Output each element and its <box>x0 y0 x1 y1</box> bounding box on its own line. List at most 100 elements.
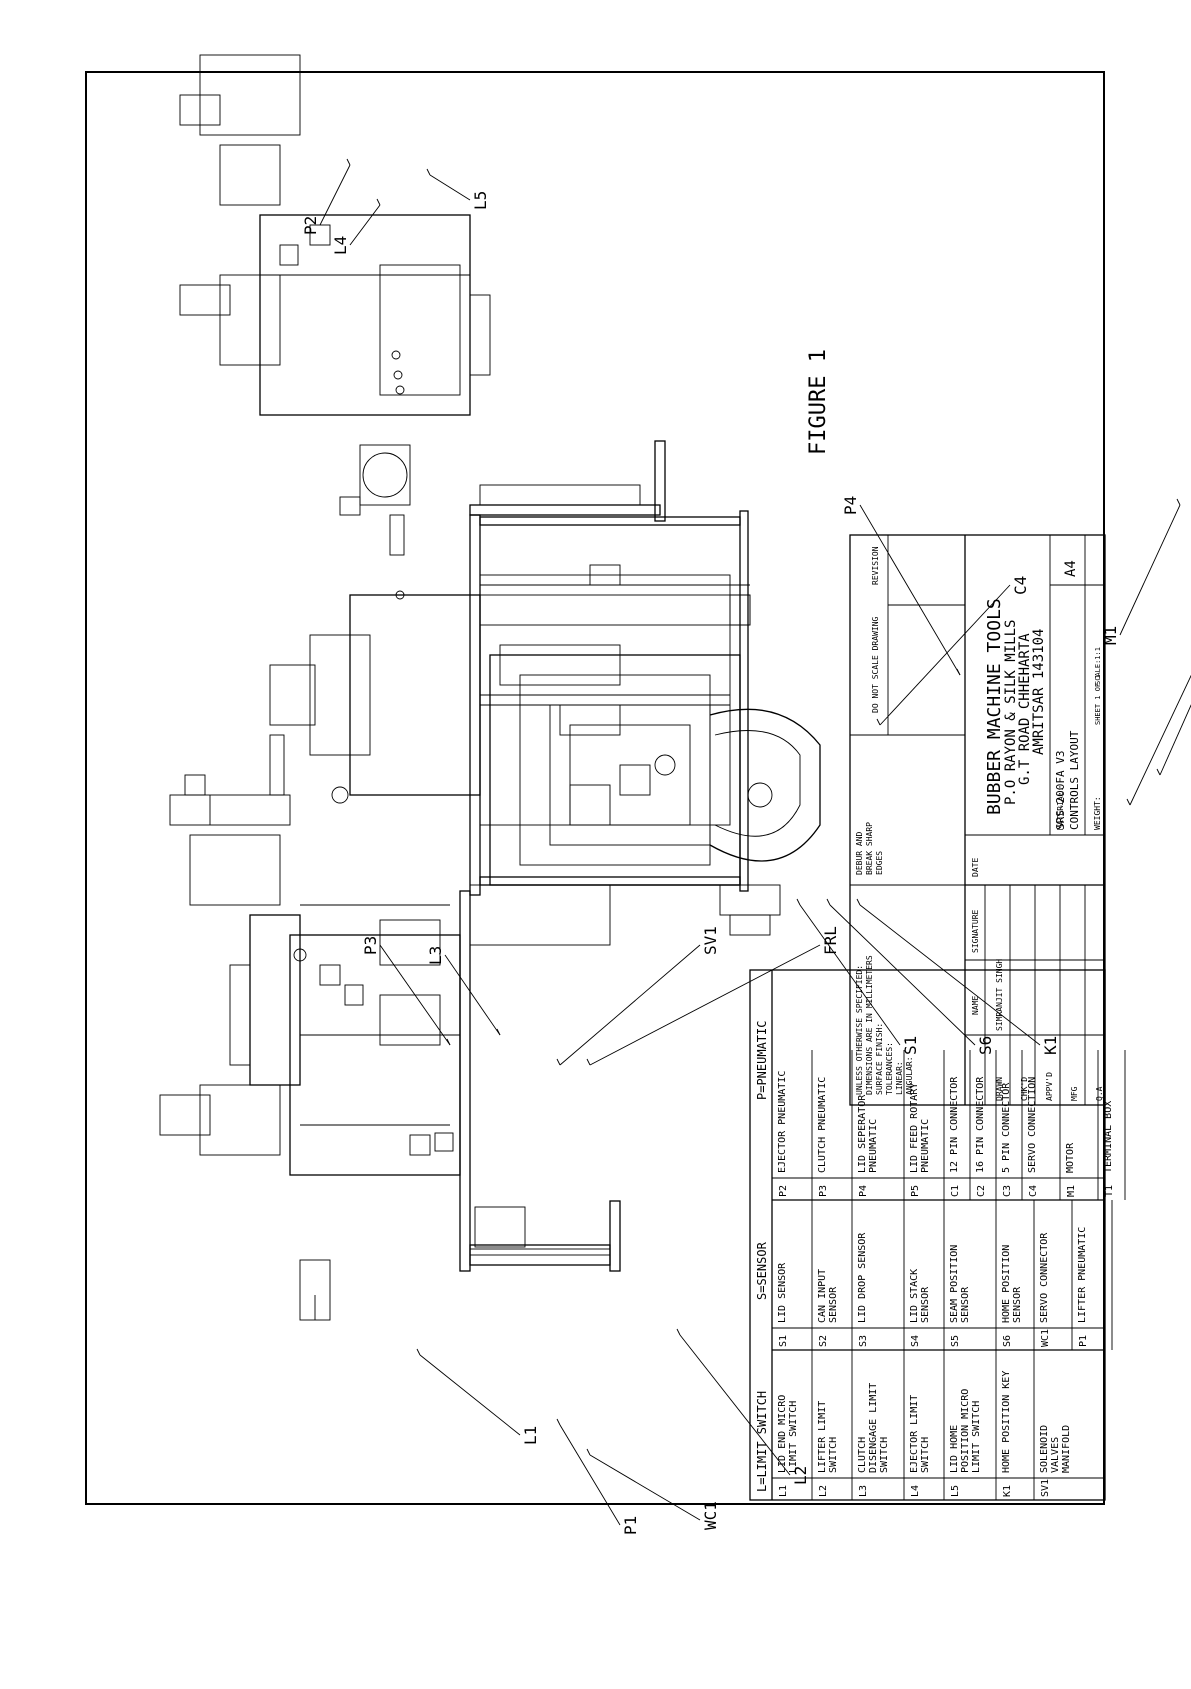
legend-desc: 12 PIN CONNECTOR <box>949 1076 960 1173</box>
callout-sv1: SV1 <box>556 926 720 1066</box>
legend-desc: LID STACK <box>909 1269 920 1323</box>
drawn-name: SIMRANJIT SINGH <box>995 959 1004 1031</box>
callout-label: L1 <box>521 1426 540 1445</box>
col-name-label: NAME <box>971 996 980 1015</box>
callout-label: SV1 <box>701 926 720 955</box>
approval-row-label: DRAWN <box>995 1077 1004 1101</box>
side-view-left <box>159 734 621 1321</box>
legend-row-p1: P1 LIFTER PNEUMATIC <box>1077 1200 1113 1350</box>
callout-label: M1 <box>1101 626 1120 645</box>
callout-label: P2 <box>301 216 320 235</box>
drawing-title-1: SRS-200FA V3 <box>1054 751 1067 830</box>
legend-code: S5 <box>950 1335 961 1347</box>
material-label: MATERIAL: <box>1056 787 1065 830</box>
legend-desc: LIFTER PNEUMATIC <box>1077 1227 1088 1323</box>
callout-p3: P3 <box>361 936 451 1046</box>
approval-row-label: MFG <box>1070 1086 1079 1101</box>
legend-desc: PNEUMATIC <box>920 1119 931 1173</box>
legend-desc: POSITION MICRO <box>960 1389 971 1473</box>
legend-row-p3: P3 CLUTCH PNEUMATIC <box>817 1050 853 1200</box>
callout-p4: P4 <box>841 496 961 676</box>
legend-code: L5 <box>950 1485 961 1497</box>
drawing-title-2: CONTROLS LAYOUT <box>1068 730 1081 830</box>
legend-row-m1: M1 MOTOR <box>1065 1050 1099 1200</box>
legend-desc: EJECTOR PNEUMATIC <box>777 1071 788 1173</box>
legend-desc: SEAM POSITION <box>949 1245 960 1323</box>
legend-desc: LID END MICRO <box>777 1395 788 1473</box>
legend-desc: LIFTER LIMIT <box>817 1401 828 1473</box>
approval-row-label: Q.A <box>1095 1086 1104 1101</box>
company-address-3: AMRITSAR 143104 <box>1031 629 1047 755</box>
col-signature-label: SIGNATURE <box>971 909 980 953</box>
legend-desc: LID DROP SENSOR <box>857 1232 868 1323</box>
company-address-1: P.O RAYON & SILK MILLS <box>1003 620 1019 805</box>
callout-m1: M1 <box>1101 498 1181 645</box>
plan-view <box>479 584 821 936</box>
legend-desc: SENSOR <box>828 1286 839 1323</box>
legend-desc: LID SENSOR <box>777 1262 788 1323</box>
legend-desc: HOME POSITION KEY <box>1001 1371 1012 1473</box>
legend-desc: MOTOR <box>1065 1142 1076 1173</box>
legend-code: P5 <box>910 1185 921 1197</box>
callout-label: P3 <box>361 936 380 955</box>
legend-desc: LIMIT SWITCH <box>788 1401 799 1473</box>
legend-row-wc1: WC1 SERVO CONNECTOR <box>1039 1200 1073 1350</box>
legend-desc: DISENGAGE LIMIT <box>868 1383 879 1473</box>
callouts: L1L2L3P3P1WC1SV1FRLS1S6K1P4C4S4S3S2M1P5S… <box>301 158 1191 1535</box>
legend-code: M1 <box>1066 1185 1077 1197</box>
legend-head-limit-switch: L=LIMIT SWITCH <box>755 1391 769 1492</box>
callout-label: C4 <box>1011 576 1030 595</box>
legend-code: P1 <box>1078 1335 1089 1347</box>
approval-row-label: CHK'D <box>1020 1077 1029 1101</box>
legend-desc: SERVO CONNECTOR <box>1039 1232 1050 1323</box>
legend-desc: VALVES <box>1050 1437 1061 1473</box>
unless-note: UNLESS OTHERWISE SPECIFIED:DIMENSIONS AR… <box>855 955 914 1095</box>
callout-k1: K1 <box>856 898 1060 1055</box>
legend-desc: SWITCH <box>879 1437 890 1473</box>
sheet-size: A4 <box>1063 560 1079 577</box>
legend-code: S4 <box>910 1335 921 1347</box>
legend-desc: CLUTCH <box>857 1437 868 1473</box>
legend-code: P4 <box>858 1185 869 1197</box>
legend-desc: CLUTCH PNEUMATIC <box>817 1077 828 1173</box>
legend-code: L1 <box>778 1485 789 1497</box>
callout-frl: FRL <box>586 926 840 1066</box>
legend-desc: 5 PIN CONNECTOR <box>1001 1082 1012 1173</box>
legend-code: K1 <box>1002 1485 1013 1497</box>
legend-desc: HOME POSITION <box>1001 1245 1012 1323</box>
legend-code: C4 <box>1028 1185 1039 1197</box>
legend-table: L=LIMIT SWITCH S=SENSOR P=PNEUMATIC L1LI… <box>749 969 1126 1501</box>
legend-code: WC1 <box>1040 1329 1051 1347</box>
legend-code: L4 <box>910 1485 921 1497</box>
sheet-number: SHEET 1 OF 1 <box>1094 674 1102 725</box>
callout-wc1: WC1 <box>586 1448 720 1530</box>
legend-desc: PNEUMATIC <box>868 1119 879 1173</box>
callout-s6: S6 <box>826 898 995 1055</box>
drawing-border <box>85 71 1105 1505</box>
scale-label: SCALE:1:1 <box>1094 647 1102 685</box>
legend-code: T1 <box>1104 1185 1115 1197</box>
legend-desc: LIMIT SWITCH <box>971 1401 982 1473</box>
legend-code: L3 <box>858 1485 869 1497</box>
callout-label: L3 <box>426 946 445 965</box>
legend-code: P3 <box>818 1185 829 1197</box>
callout-p1: P1 <box>556 1418 640 1535</box>
do-not-scale-label: DO NOT SCALE DRAWING <box>871 616 880 713</box>
callout-label: L4 <box>331 236 350 255</box>
legend-head-sensor: S=SENSOR <box>755 1241 769 1300</box>
